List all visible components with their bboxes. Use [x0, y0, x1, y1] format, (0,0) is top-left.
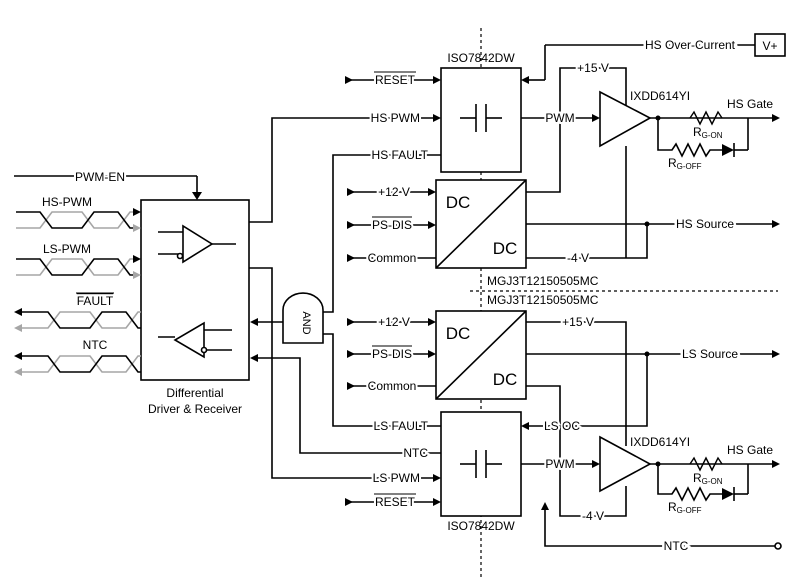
- hs-pwm-in-label: HS-PWM: [42, 195, 92, 209]
- ntc-mid-label: NTC: [403, 446, 428, 460]
- hs-overcurrent-label: HS Over-Current: [645, 38, 736, 52]
- iso-bottom-label: ISO7842DW: [447, 519, 515, 533]
- ls-source-rail: LS Source: [526, 345, 780, 517]
- pwm-top: PWM: [521, 109, 600, 127]
- pwm-en-label: PWM-EN: [75, 170, 125, 184]
- dcdc-bottom: MGJ3T12150505MC DC DC: [435, 293, 599, 400]
- ls-source-label: LS Source: [682, 347, 738, 361]
- fault-output: FAULT: [14, 292, 141, 332]
- common-bot-label: Common: [368, 379, 417, 393]
- ntc-bottom: NTC: [541, 502, 782, 556]
- rg-off-top: RG-OFF: [668, 156, 702, 171]
- dcdc-bottom-dc2: DC: [493, 370, 518, 389]
- vplus-label: V+: [762, 39, 777, 53]
- and-gate: AND: [250, 292, 324, 344]
- diff-label-line2: Driver & Receiver: [148, 402, 242, 416]
- psdis-bot-label: PS-DIS: [372, 347, 412, 361]
- dcdc-bottom-label: MGJ3T12150505MC: [487, 293, 599, 307]
- hs-pwm-input: HS-PWM: [16, 195, 141, 232]
- hs-pwm-label: HS PWM: [371, 111, 420, 125]
- plus12-bot-label: +12 V: [378, 315, 410, 329]
- ls-pwm-route: LS PWM: [249, 267, 441, 487]
- ls-fault-label: LS FAULT: [374, 419, 429, 433]
- pwm-bottom: PWM: [521, 455, 600, 473]
- isolator-bottom: ISO7842DW: [440, 411, 522, 533]
- ls-pwm-label: LS PWM: [373, 471, 420, 485]
- and-label: AND: [300, 311, 312, 334]
- hs-gate-top-label: HS Gate: [727, 97, 773, 111]
- hs-fault-label: HS FAULT: [372, 148, 429, 162]
- reset-top: RESET: [345, 71, 441, 89]
- plus15-bottom-rail: +15 V: [526, 313, 627, 446]
- dcdc-top: DC DC MGJ3T12150505MC: [435, 179, 599, 288]
- isolator-top: ISO7842DW: [440, 51, 522, 173]
- common-top-label: Common: [368, 251, 417, 265]
- reset-bot-label: RESET: [375, 495, 416, 509]
- dcdc-top-label: MGJ3T12150505MC: [487, 274, 599, 288]
- minus4-bottom: -4 V: [580, 507, 606, 525]
- diff-label-line1: Differential: [166, 386, 223, 400]
- driver-bottom-label: IXDD614YI: [630, 435, 690, 449]
- hs-source-rail: HS Source -4 V: [526, 146, 780, 267]
- pwm-bot-label: PWM: [545, 457, 574, 471]
- reset-bottom: RESET: [345, 493, 441, 511]
- dcdc-top-inputs: +12 V PS-DIS Common: [347, 183, 436, 267]
- gate-driver-top: IXDD614YI HS Gate RG-ON RG-OFF: [599, 89, 780, 171]
- hs-source-label: HS Source: [676, 217, 734, 231]
- ls-oc-label: LS OC: [544, 419, 580, 433]
- pwm-top-label: PWM: [545, 111, 574, 125]
- psdis-top-label: PS-DIS: [372, 218, 412, 232]
- hs-overcurrent: V+ HS Over-Current: [521, 33, 786, 84]
- plus15-bot-label: +15 V: [562, 315, 594, 329]
- pwm-en-signal: PWM-EN: [14, 168, 202, 200]
- ls-oc: LS OC: [521, 417, 648, 435]
- dcdc-top-dc1: DC: [446, 193, 471, 212]
- dcdc-bottom-dc1: DC: [446, 324, 471, 343]
- gate-driver-bottom: IXDD614YI HS Gate RG-ON RG-OFF: [599, 435, 780, 515]
- rg-on-bot: RG-ON: [693, 471, 723, 486]
- ls-pwm-in-label: LS-PWM: [43, 242, 91, 256]
- rg-on-top: RG-ON: [693, 125, 723, 140]
- reset-top-label: RESET: [375, 73, 416, 87]
- plus12-top-label: +12 V: [378, 185, 410, 199]
- hs-pwm-route: HS PWM: [249, 109, 441, 223]
- plus15-top-label: +15 V: [577, 61, 609, 75]
- ntc-mid-route: NTC: [250, 354, 441, 462]
- ntc-bot-label: NTC: [664, 539, 689, 553]
- ls-pwm-input: LS-PWM: [16, 242, 141, 279]
- driver-top-label: IXDD614YI: [630, 89, 690, 103]
- plus15-top-rail: +15 V: [526, 59, 627, 193]
- iso-top-label: ISO7842DW: [447, 51, 515, 65]
- dcdc-top-dc2: DC: [493, 239, 518, 258]
- hs-gate-bot-label: HS Gate: [727, 443, 773, 457]
- ntc-out-label: NTC: [83, 338, 108, 352]
- rg-off-bot: RG-OFF: [668, 500, 702, 515]
- differential-driver-receiver: Differential Driver & Receiver: [140, 199, 250, 416]
- minus4-bot-label: -4 V: [582, 509, 604, 523]
- fault-out-label: FAULT: [77, 294, 114, 308]
- minus4-top-label: -4 V: [567, 251, 589, 265]
- ls-fault-route: LS FAULT: [323, 333, 441, 435]
- hs-fault-route: HS FAULT: [323, 146, 441, 313]
- dcdc-bottom-inputs: +12 V PS-DIS Common: [347, 313, 436, 395]
- ntc-output: NTC: [14, 338, 141, 376]
